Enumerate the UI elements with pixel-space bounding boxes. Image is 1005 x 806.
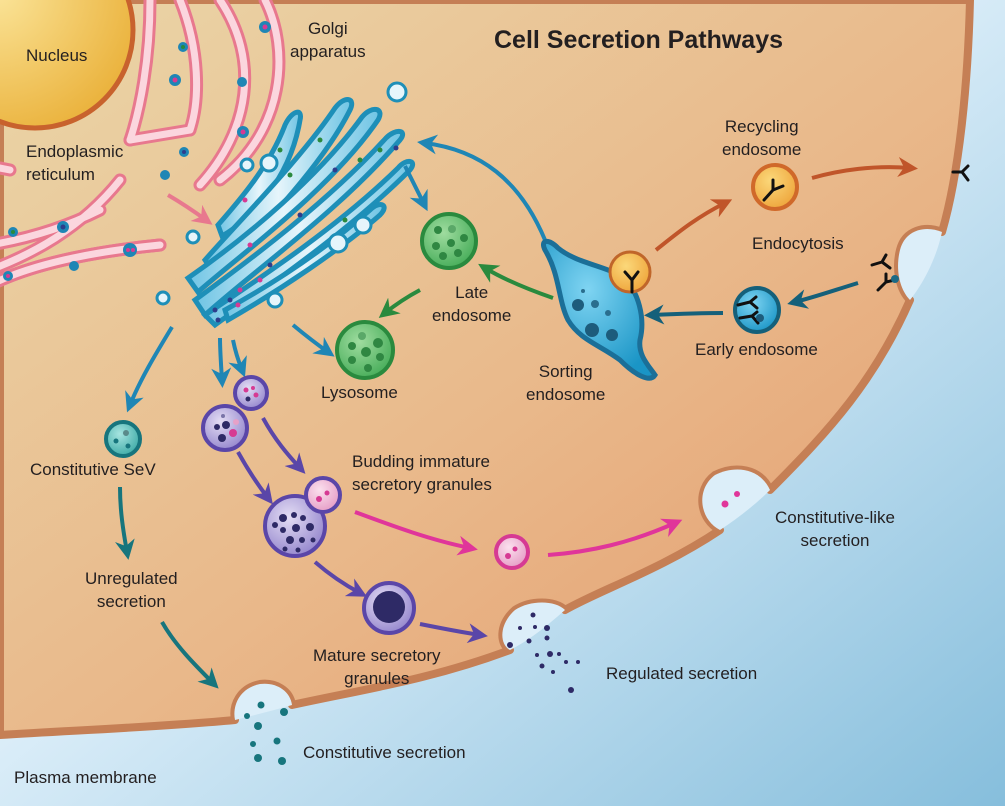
granule-to-budding-arrow [261, 417, 306, 474]
label-line: endosome [432, 306, 512, 325]
label-line: apparatus [290, 42, 366, 61]
label-recycling-endosome: Recycling endosome [722, 115, 801, 161]
immature-secretory-granule [263, 476, 342, 558]
label-line: Constitutive-like [775, 508, 895, 527]
label-line: secretory granules [352, 475, 492, 494]
label-line: secretion [96, 592, 166, 611]
early-endosome [733, 286, 781, 334]
endocytosis-to-early-arrow [787, 281, 859, 309]
receptor-icon [623, 270, 640, 294]
pink-to-constitutive-like-arrow [547, 518, 683, 557]
label-line: granules [344, 669, 410, 688]
constitutive-secreted-dots [244, 701, 288, 765]
label-plasma-membrane: Plasma membrane [14, 768, 157, 787]
sev-to-unregulated-arrow [115, 486, 135, 560]
golgi-dots [212, 137, 399, 323]
label-mature-granules: Mature secretory granules [313, 644, 441, 690]
golgi-to-granule2-arrow [228, 339, 247, 378]
label-regulated-secretion: Regulated secretion [606, 664, 758, 683]
golgi-apparatus [184, 97, 416, 329]
label-sorting-endosome: Sorting endosome [526, 360, 605, 406]
unregulated-to-membrane-arrow [160, 621, 219, 689]
medium-granule [201, 404, 249, 452]
label-line: Unregulated [85, 569, 178, 588]
label-line: Late [455, 283, 489, 302]
endocytosis-pit [898, 229, 942, 300]
regulated-secreted-dots [507, 612, 580, 693]
golgi-to-late-endosome-arrow [403, 165, 428, 212]
small-granule [233, 375, 269, 411]
constitutive-like-secreted-dots [721, 491, 740, 508]
label-nucleus: Nucleus [26, 46, 88, 65]
label-line: endosome [526, 385, 606, 404]
sorting-to-golgi-arrow [417, 134, 547, 241]
mature-to-membrane-arrow [419, 622, 488, 644]
late-endosome [420, 212, 478, 270]
constitutive-like-vesicle [494, 534, 530, 570]
label-endocytosis: Endocytosis [752, 234, 844, 253]
sorting-endosome [541, 239, 658, 381]
label-golgi-apparatus: Golgi apparatus [290, 17, 366, 63]
label-line: secretion [800, 531, 870, 550]
golgi-vesicles [155, 81, 408, 309]
recycling-to-membrane-arrow [811, 157, 918, 180]
sorting-to-recycling-arrow [654, 199, 733, 252]
golgi-to-sev-arrow [125, 325, 174, 413]
label-unregulated-secretion: Unregulated secretion [85, 567, 178, 613]
pathway-arrows [115, 134, 918, 689]
label-early-endosome: Early endosome [695, 340, 818, 359]
er-vesicles [3, 21, 271, 281]
diagram-title: Cell Secretion Pathways [494, 26, 784, 54]
sorting-to-late-arrow [478, 263, 554, 300]
constitutive-pit [234, 683, 292, 720]
label-line: Sorting [538, 362, 593, 381]
label-line: Endoplasmic [26, 142, 124, 161]
late-to-lysosome-arrow [378, 288, 421, 318]
golgi-to-granule1-arrow [211, 337, 232, 388]
membrane-receptor-icon [951, 164, 970, 182]
early-to-sorting-arrow [644, 304, 724, 325]
label-line: Recycling [724, 117, 799, 136]
endoplasmic-reticulum [0, 0, 286, 288]
label-line: Mature secretory [313, 646, 441, 665]
constitutive-sev-vesicle [104, 420, 142, 458]
recycling-endosome [751, 163, 799, 211]
label-budding-granules: Budding immature secretory granules [352, 450, 492, 496]
endocytosed-cargo [891, 275, 899, 283]
label-constitutive-sev: Constitutive SeV [30, 460, 156, 479]
label-late-endosome: Late endosome [432, 281, 511, 327]
budding-granule [304, 476, 342, 514]
receptor-icon [762, 178, 785, 202]
label-line: reticulum [26, 165, 95, 184]
er-to-golgi-arrow [166, 193, 213, 225]
golgi-to-lysosome-arrow [291, 323, 335, 357]
lysosome [335, 320, 395, 380]
label-constitutive-secretion: Constitutive secretion [303, 743, 466, 762]
mature-secretory-granule [362, 581, 416, 635]
nucleus [0, 0, 136, 131]
immature-to-mature-arrow [313, 560, 368, 597]
sorting-recycling-bud [608, 250, 652, 294]
label-endoplasmic-reticulum: Endoplasmic reticulum [26, 140, 123, 186]
label-line: Golgi [307, 19, 348, 38]
label-line: endosome [722, 140, 802, 159]
constitutive-like-pit [702, 469, 770, 530]
label-constitutive-like-secretion: Constitutive-like secretion [775, 506, 895, 552]
budding-to-pink-arrow [354, 510, 478, 556]
granule-to-immature-arrow [236, 451, 273, 505]
label-lysosome: Lysosome [321, 383, 398, 402]
label-line: Budding immature [352, 452, 490, 471]
